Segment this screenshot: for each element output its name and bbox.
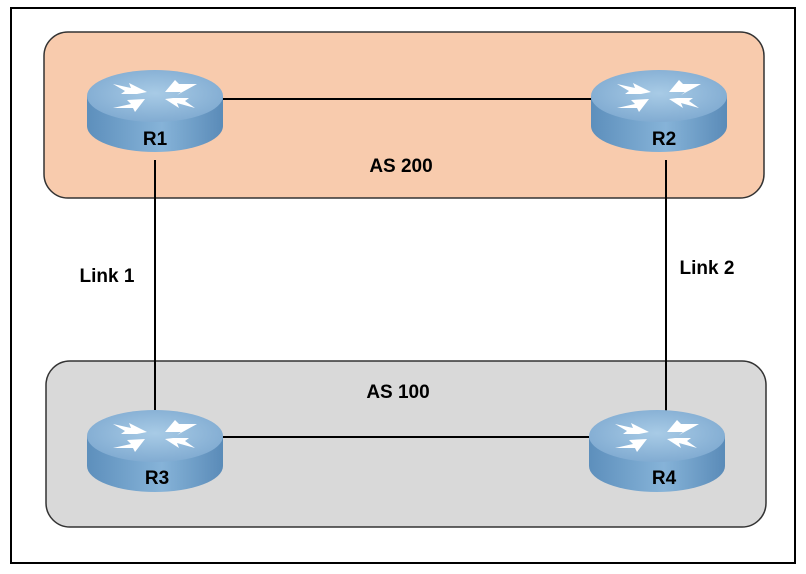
router-label-r1: R1 — [143, 129, 168, 150]
as100-zone — [45, 360, 767, 528]
as200-zone — [43, 31, 765, 199]
router-label-r4: R4 — [652, 468, 677, 489]
zone-label-as200: AS 200 — [369, 156, 432, 177]
router-label-r2: R2 — [652, 129, 676, 150]
zone-label-as100: AS 100 — [366, 382, 429, 403]
router-label-r3: R3 — [145, 468, 169, 489]
link-2-label: Link 2 — [680, 258, 735, 279]
link-1-label: Link 1 — [80, 266, 135, 287]
